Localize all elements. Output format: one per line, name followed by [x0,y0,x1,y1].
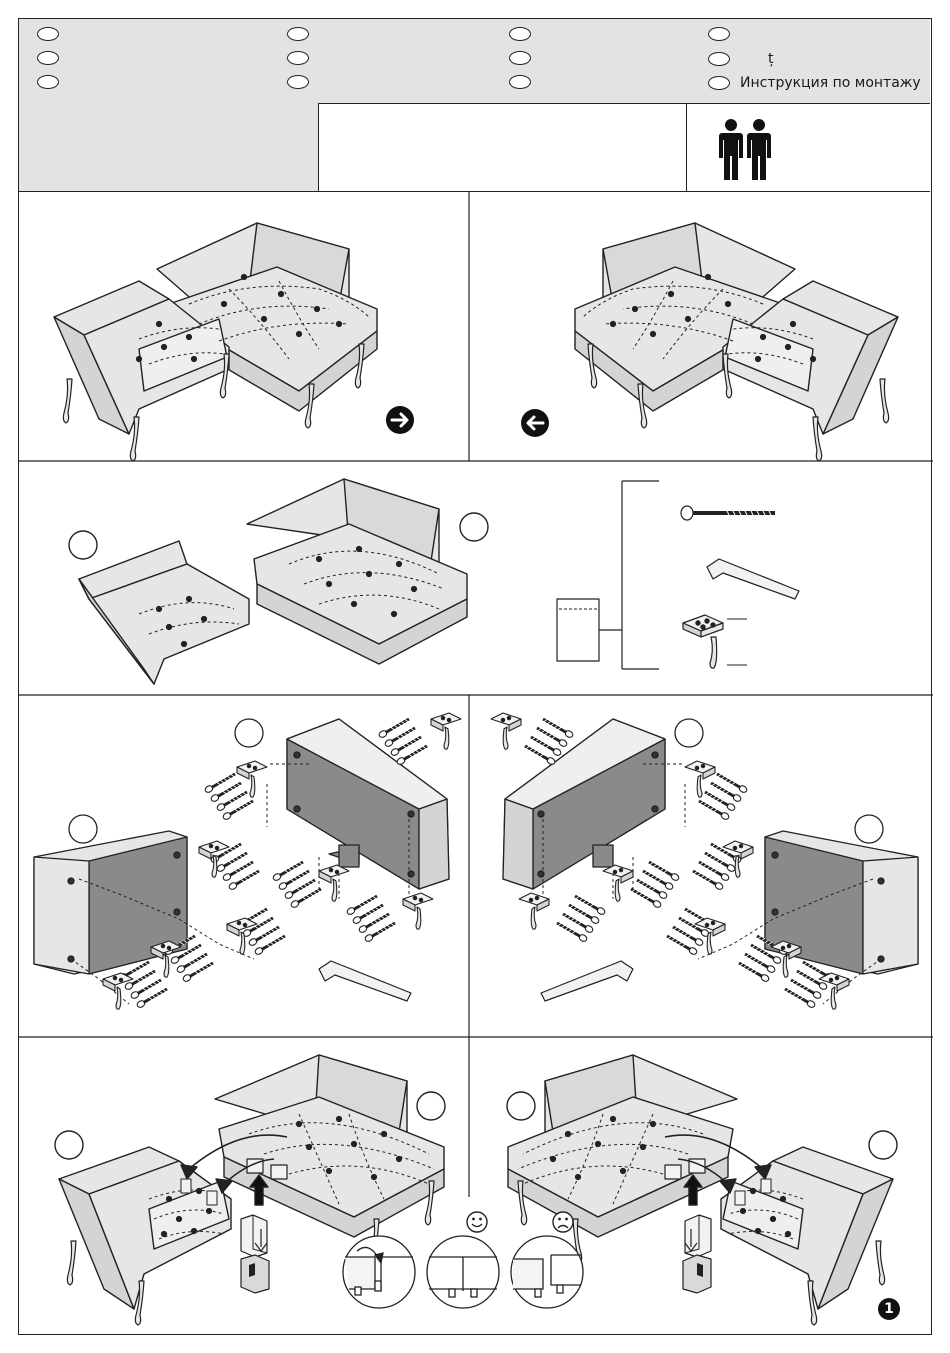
underside-assembly-right [491,713,918,1009]
sofa-right-configuration [575,223,898,461]
happy-face-icon [467,1212,487,1232]
arrow-right-circle-icon [386,406,414,434]
parts-overview [69,479,799,684]
page-number: 1 [878,1298,900,1320]
arrow-left-circle-icon [521,409,549,437]
join-detail-circles [343,1236,583,1308]
sad-face-icon [553,1212,573,1232]
assembly-diagram [19,19,933,1336]
instruction-sheet: ț Инструкция по монтажу [18,18,932,1335]
underside-assembly-left [34,713,461,1009]
sofa-left-configuration [54,223,377,461]
